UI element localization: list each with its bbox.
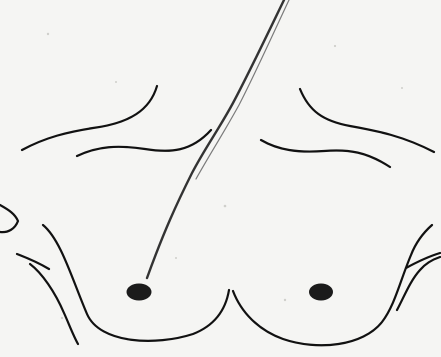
- right-nipple-marker: [309, 284, 333, 301]
- left-upper-chest-curve: [77, 130, 211, 156]
- right-shoulder-curve: [300, 89, 434, 152]
- right-upper-chest-curve: [261, 140, 390, 167]
- needle-line: [147, 0, 284, 278]
- left-arm-edge: [0, 205, 18, 232]
- right-side-chest-outer-line: [397, 257, 440, 310]
- left-breast-contour: [43, 225, 229, 341]
- left-nipple-marker: [127, 284, 152, 301]
- paper-texture: [47, 33, 403, 319]
- left-shoulder-curve: [22, 86, 157, 150]
- needle-shadow-line: [196, 0, 289, 179]
- right-breast-contour: [233, 225, 432, 345]
